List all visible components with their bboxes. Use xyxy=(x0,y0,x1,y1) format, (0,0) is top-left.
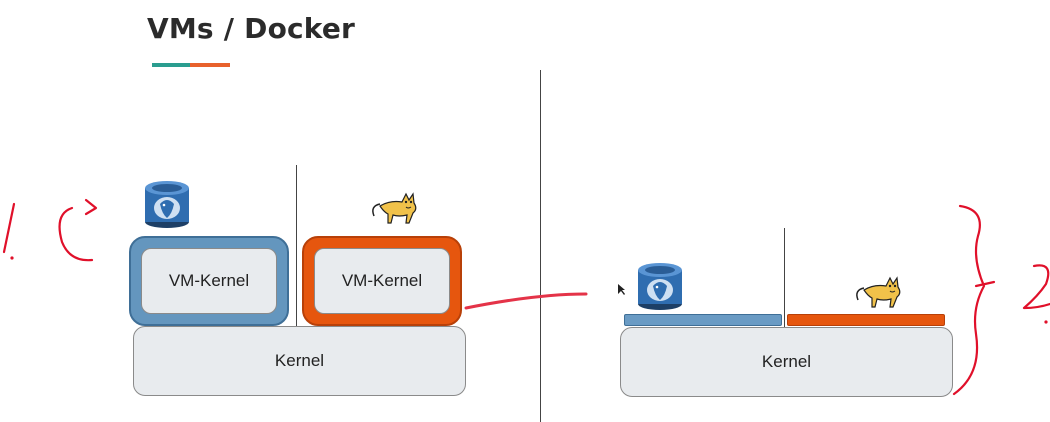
host-kernel: Kernel xyxy=(620,327,953,397)
center-divider xyxy=(540,70,541,422)
title-underline-orange xyxy=(190,63,230,67)
tomcat-cat-icon xyxy=(372,192,417,224)
postgres-elephant-icon xyxy=(638,263,682,310)
vm-kernel-box: VM-Kernel xyxy=(141,248,277,314)
vm-divider xyxy=(296,165,297,328)
container-divider xyxy=(784,228,785,328)
host-kernel: Kernel xyxy=(133,326,466,396)
container-tomcat-layer xyxy=(787,314,945,326)
vm-kernel-box: VM-Kernel xyxy=(314,248,450,314)
tomcat-cat-icon xyxy=(856,276,901,308)
page-title: VMs / Docker xyxy=(147,12,356,45)
mouse-cursor-icon xyxy=(618,284,625,295)
title-underline-teal xyxy=(152,63,190,67)
vm-tomcat: VM-Kernel xyxy=(302,236,462,326)
vm-postgres: VM-Kernel xyxy=(129,236,289,326)
container-postgres-layer xyxy=(624,314,782,326)
postgres-elephant-icon xyxy=(145,181,189,228)
